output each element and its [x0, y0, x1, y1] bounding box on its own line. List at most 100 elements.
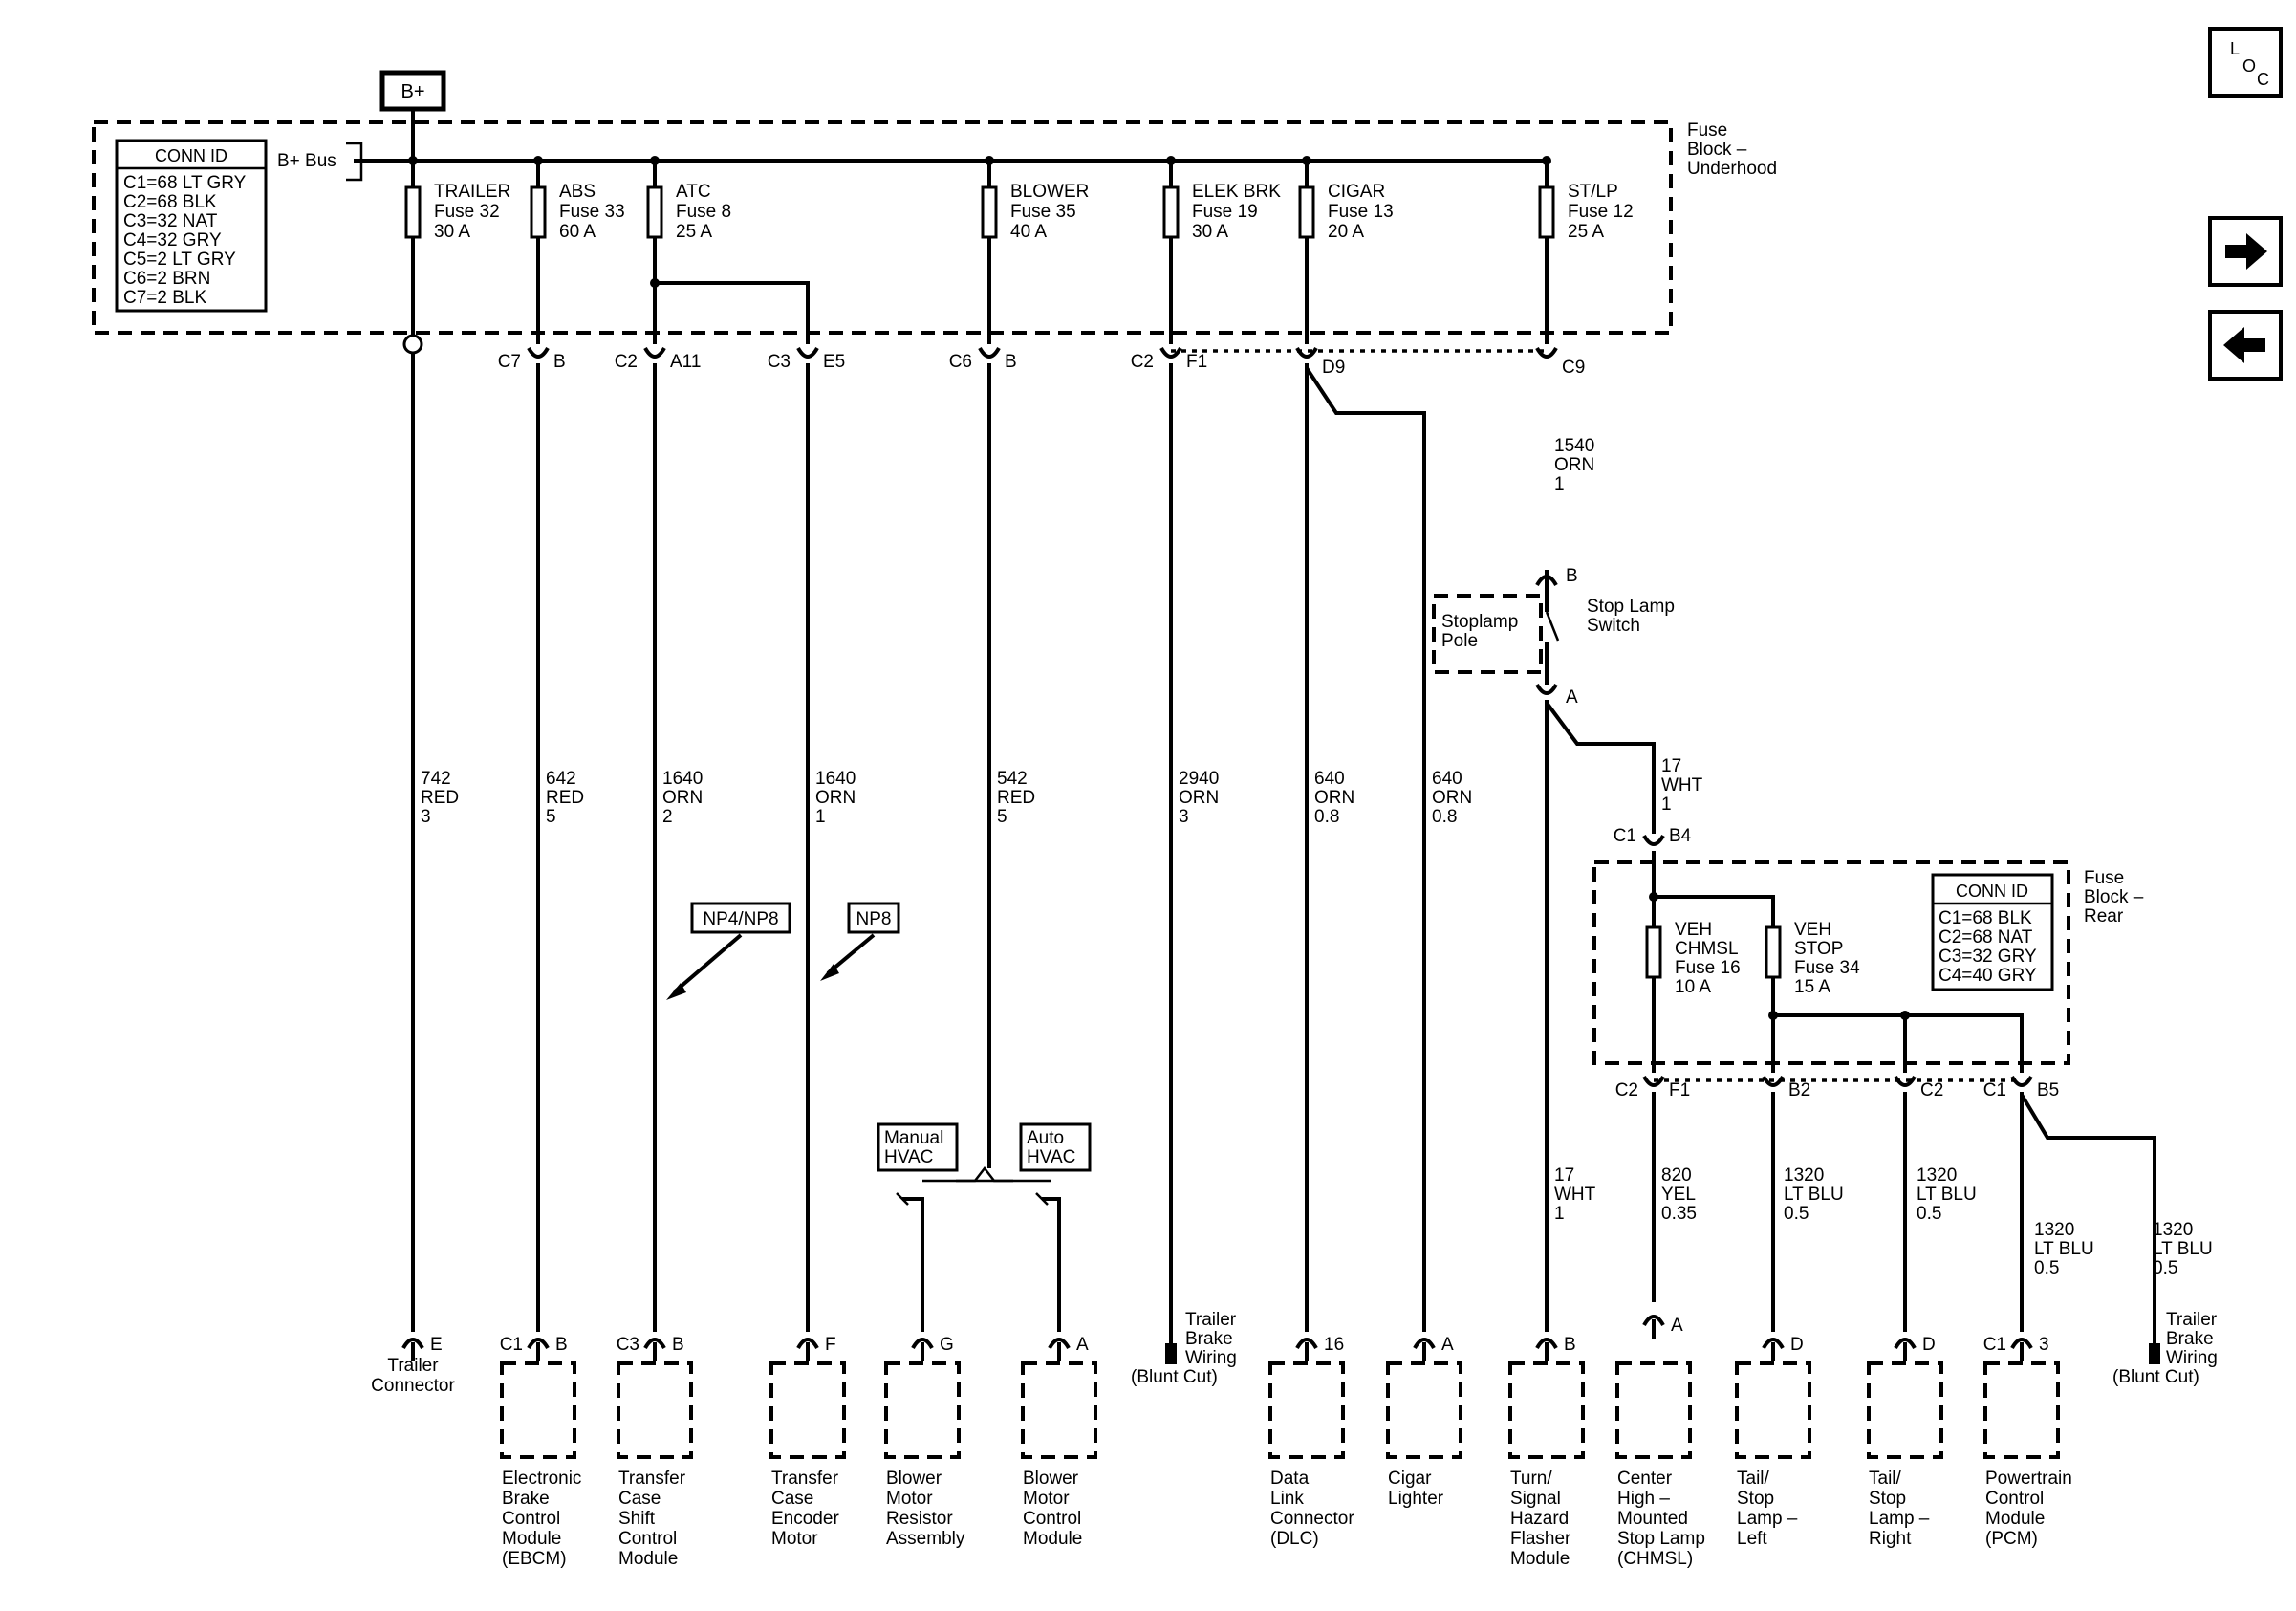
component-box [1021, 1361, 1097, 1459]
component-box [500, 1361, 576, 1459]
wire-label: 0.5 [1784, 1204, 1809, 1224]
component-connector [401, 1338, 424, 1350]
conn-id-line: C2=68 NAT [1939, 927, 2033, 947]
rear-connector-0 [1642, 1075, 1665, 1087]
connector-pin: D9 [1322, 358, 1345, 378]
connector-4 [1159, 346, 1182, 359]
wire-label: ORN [1179, 788, 1219, 808]
component-label: Center [1617, 1469, 1673, 1489]
blunt-cut-label: Brake [1185, 1329, 1233, 1349]
wire-label: 1 [815, 807, 826, 827]
component-box [1386, 1361, 1462, 1459]
conn-id-line: C3=32 GRY [1939, 947, 2037, 967]
wire-17-rear [1545, 701, 1656, 834]
wire-label: 2940 [1179, 769, 1219, 789]
component-connector [1894, 1338, 1917, 1350]
fuse-label: 30 A [434, 222, 470, 242]
fuse-block-underhood-label: Block – [1687, 140, 1747, 160]
fuse-5 [1298, 185, 1315, 239]
component-label: Transfer [771, 1469, 839, 1489]
conn-id-line: C6=2 BRN [123, 269, 210, 289]
wire-label: 1320 [2034, 1220, 2074, 1240]
component-label: Module [1023, 1529, 1082, 1549]
loc-letter-o: O [2242, 56, 2256, 76]
component-label: Module [618, 1549, 678, 1569]
component-label: Motor [771, 1529, 818, 1549]
hvac-tag-label: Manual [884, 1128, 943, 1148]
arrow-right-icon [2225, 233, 2267, 270]
connector-id: C3 [768, 352, 791, 372]
option-tag-label: NP8 [856, 909, 892, 929]
option-tag [847, 902, 900, 934]
bus-label: B+ Bus [277, 151, 336, 171]
component-label: Stop [1737, 1489, 1774, 1509]
blunt-cut [1165, 1343, 1177, 1364]
component-label: Resistor [886, 1509, 953, 1529]
conn-id-line: C5=2 LT GRY [123, 250, 236, 270]
wire-label: 0.5 [1917, 1204, 1941, 1224]
component-box [1268, 1361, 1345, 1459]
component-label: Right [1869, 1529, 1912, 1549]
back-arrow-button[interactable] [2208, 310, 2283, 381]
component-label: Connector [371, 1376, 455, 1396]
wire-label: 1 [1554, 474, 1565, 494]
component-label: Module [502, 1529, 561, 1549]
component-label: Hazard [1510, 1509, 1569, 1529]
wire-label: YEL [1661, 1185, 1696, 1205]
loc-button[interactable]: LOC [2208, 27, 2283, 98]
rear-connector-2 [1894, 1075, 1917, 1087]
fuse-label: ST/LP [1568, 182, 1618, 202]
fuse-label: Fuse 32 [434, 202, 500, 222]
component-label: Case [618, 1489, 661, 1509]
rear-fuse-stop [1765, 925, 1782, 979]
connector-pin: A [1076, 1335, 1089, 1355]
wire-label: 1320 [1917, 1165, 1957, 1186]
conn-id-line: C1=68 LT GRY [123, 173, 247, 193]
component-box [1508, 1361, 1585, 1459]
component-label: Module [1510, 1549, 1570, 1569]
fuse-block-rear-label: Rear [2084, 906, 2124, 926]
loc-letter-c: C [2257, 70, 2269, 89]
connector-pin: A11 [670, 352, 701, 372]
fuse-1 [530, 185, 547, 239]
connector-2 [796, 346, 819, 359]
component-label: Stop [1869, 1489, 1906, 1509]
connector-3 [978, 346, 1001, 359]
component-connector [1535, 1338, 1558, 1350]
forward-arrow-button[interactable] [2208, 216, 2283, 287]
component-connector [1642, 1315, 1665, 1327]
hvac-tag-label: HVAC [884, 1147, 933, 1167]
splice-dot [650, 156, 660, 165]
connector-1 [643, 346, 666, 359]
connector-0 [527, 346, 550, 359]
connector-id: C1 [1983, 1335, 2006, 1355]
fuse-label: BLOWER [1010, 182, 1089, 202]
component-connector [796, 1338, 819, 1350]
blunt-cut-label: Trailer [2166, 1310, 2218, 1330]
component-label: Shift [618, 1509, 656, 1529]
wire-label: 3 [1179, 807, 1189, 827]
fuse-label: ELEK BRK [1192, 182, 1281, 202]
conn-id-line: C7=2 BLK [123, 288, 206, 308]
arrowhead [666, 983, 686, 1000]
component-connector [1762, 1338, 1785, 1350]
bplus-label: B+ [401, 81, 424, 102]
stoplamp-connector-a [1535, 683, 1558, 695]
conn-id-line: C4=40 GRY [1939, 966, 2037, 986]
wire-label: 640 [1432, 769, 1462, 789]
component-label: Control [1023, 1509, 1081, 1529]
connector-pin: B4 [1669, 826, 1692, 846]
connector-id: C3 [617, 1335, 639, 1355]
connector-pin: G [940, 1335, 954, 1355]
component-label: (PCM) [1985, 1529, 2038, 1549]
component-label: Powertrain [1985, 1469, 2072, 1489]
connector-pin: A [1566, 687, 1578, 708]
component-box [769, 1361, 846, 1459]
splice-dot [1302, 156, 1311, 165]
wire-label: ORN [1432, 788, 1472, 808]
fuse-block-underhood-boundary [92, 120, 1673, 335]
loc-frame [2208, 27, 2283, 98]
connector-pin: B [1566, 566, 1578, 586]
fuse-6 [1538, 185, 1555, 239]
